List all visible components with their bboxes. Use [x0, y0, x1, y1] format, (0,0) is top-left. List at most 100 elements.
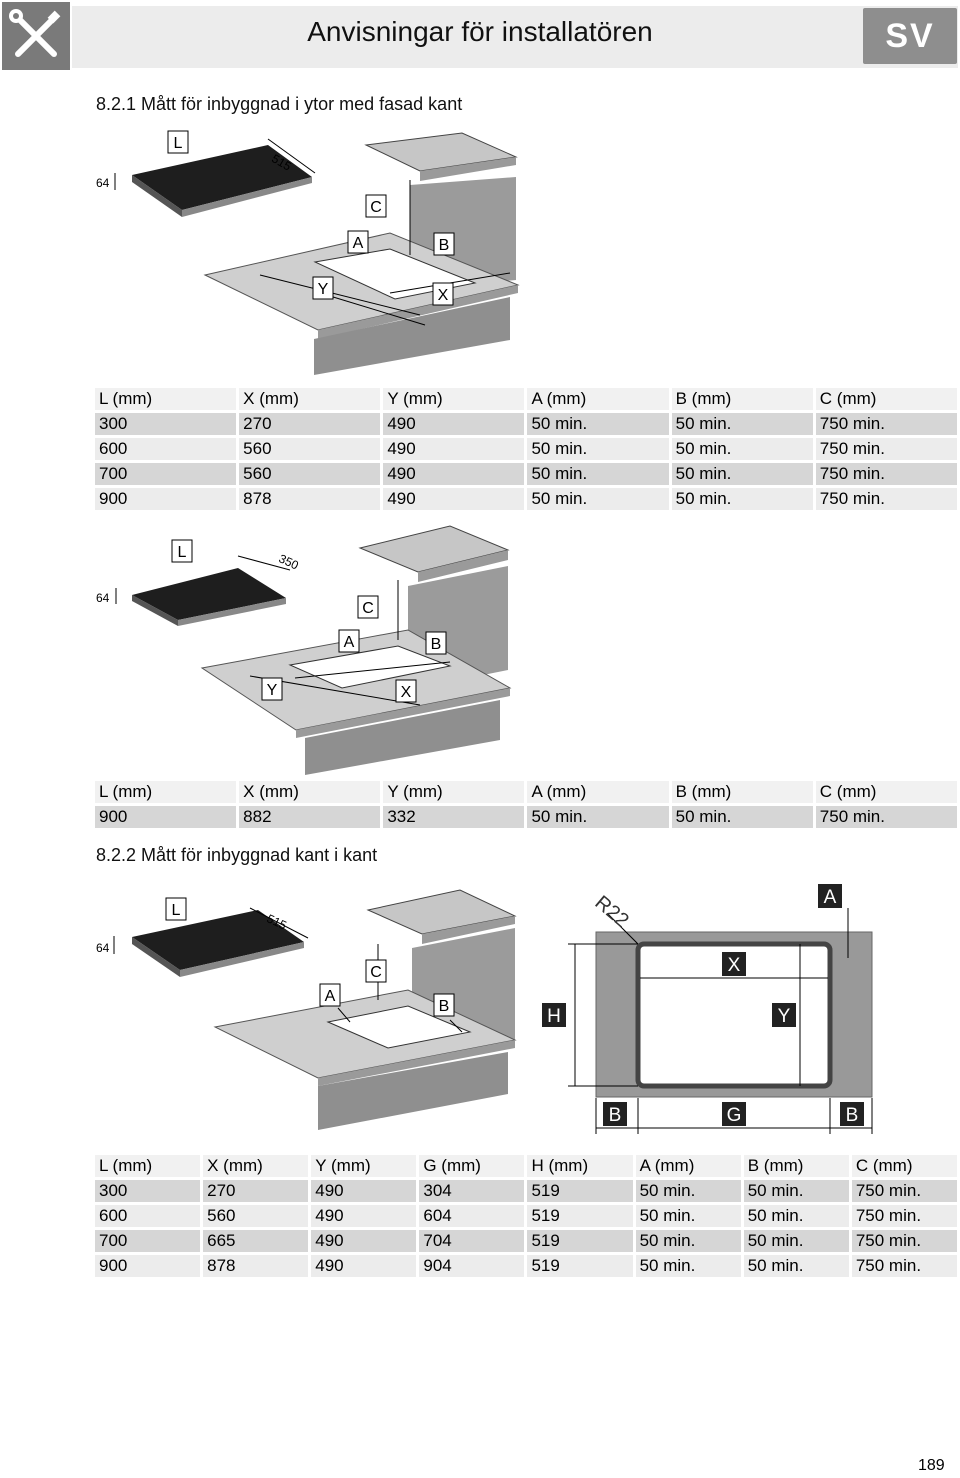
table-cell: 750 min.: [815, 463, 957, 485]
table-cell: 900: [95, 488, 237, 510]
table-cell: C (mm): [815, 388, 957, 410]
table-cell: 519: [527, 1230, 633, 1252]
dimensions-table-2: L (mm) X (mm) Y (mm) A (mm) B (mm) C (mm…: [92, 778, 960, 831]
table-cell: 750 min.: [815, 413, 957, 435]
radius-label: R22: [591, 892, 633, 932]
table-cell: 50 min.: [743, 1180, 849, 1202]
table-cell: 700: [95, 463, 237, 485]
table-cell: 50 min.: [743, 1230, 849, 1252]
diagram-label: X: [438, 287, 449, 304]
table-cell: 270: [239, 413, 381, 435]
table-cell: C (mm): [815, 781, 957, 803]
table-cell: L (mm): [95, 1155, 201, 1177]
table-cell: 50 min.: [635, 1205, 741, 1227]
table-cell: 560: [203, 1205, 309, 1227]
table-cell: 750 min.: [815, 488, 957, 510]
table-cell: 704: [419, 1230, 525, 1252]
table-cell: 878: [203, 1255, 309, 1277]
header-bar: [72, 6, 958, 68]
table-cell: 665: [203, 1230, 309, 1252]
label-l: L: [172, 902, 181, 919]
table-cell: 50 min.: [671, 488, 813, 510]
table-cell: L (mm): [95, 781, 237, 803]
table-cell: 519: [527, 1205, 633, 1227]
diagram-label: C: [370, 964, 382, 981]
diagram-label: X: [728, 955, 741, 976]
table-cell: 878: [239, 488, 381, 510]
page-number: 189: [918, 1457, 945, 1474]
table-cell: 50 min.: [743, 1205, 849, 1227]
diagram-label: A: [824, 887, 837, 908]
diagram-label: Y: [267, 682, 278, 699]
table-cell: 882: [239, 806, 381, 828]
table-cell: 50 min.: [527, 806, 669, 828]
width-label: 350: [277, 551, 301, 572]
table-cell: 270: [203, 1180, 309, 1202]
table-cell: 600: [95, 1205, 201, 1227]
cutout-plan-diagram: R22 A X H Y B G B: [542, 884, 873, 1134]
table-cell: 490: [383, 488, 525, 510]
table-cell: G (mm): [419, 1155, 525, 1177]
table-cell: 50 min.: [671, 463, 813, 485]
table-cell: 900: [95, 1255, 201, 1277]
table-cell: 490: [383, 463, 525, 485]
diagram-label: X: [401, 684, 412, 701]
table-cell: A (mm): [527, 388, 669, 410]
table-cell: 750 min.: [815, 806, 957, 828]
table-cell: L (mm): [95, 388, 237, 410]
table-cell: 50 min.: [635, 1230, 741, 1252]
diagram-label: A: [353, 235, 364, 252]
table-cell: 750 min.: [851, 1180, 957, 1202]
table-cell: 750 min.: [851, 1255, 957, 1277]
table-cell: 750 min.: [815, 438, 957, 460]
table-cell: 750 min.: [851, 1205, 957, 1227]
table-cell: 519: [527, 1255, 633, 1277]
table-cell: 332: [383, 806, 525, 828]
table-cell: X (mm): [239, 781, 381, 803]
table-cell: 904: [419, 1255, 525, 1277]
diagram-label: B: [846, 1105, 859, 1126]
table-cell: Y (mm): [311, 1155, 417, 1177]
table-cell: 700: [95, 1230, 201, 1252]
table-cell: 50 min.: [527, 488, 669, 510]
installation-diagram-2: L 350 64 C A B Y X: [96, 525, 512, 775]
table-cell: 490: [383, 438, 525, 460]
installation-diagram-3: L 515 64 C A B: [96, 889, 517, 1130]
table-cell: 50 min.: [527, 438, 669, 460]
label-l: L: [174, 135, 183, 152]
table-cell: 50 min.: [743, 1255, 849, 1277]
table-cell: 50 min.: [671, 438, 813, 460]
table-cell: 519: [527, 1180, 633, 1202]
table-cell: Y (mm): [383, 781, 525, 803]
table-cell: X (mm): [239, 388, 381, 410]
table-header-row: L (mm) X (mm) Y (mm) A (mm) B (mm) C (mm…: [95, 781, 957, 803]
diagram-label: B: [431, 636, 442, 653]
table-cell: 300: [95, 1180, 201, 1202]
label-l: L: [178, 544, 187, 561]
diagram-label: Y: [778, 1006, 791, 1027]
diagram-label: A: [325, 988, 336, 1005]
table-cell: 50 min.: [527, 463, 669, 485]
table-cell: 50 min.: [671, 806, 813, 828]
height-label: 64: [96, 176, 110, 190]
diagram-label: C: [370, 199, 382, 216]
height-label: 64: [96, 591, 110, 605]
diagram-label: A: [344, 634, 355, 651]
table-cell: 604: [419, 1205, 525, 1227]
table-cell: 50 min.: [635, 1180, 741, 1202]
table-cell: 304: [419, 1180, 525, 1202]
table-cell: 490: [311, 1205, 417, 1227]
section-title: 8.2.1 Mått för inbyggnad i ytor med fasa…: [96, 94, 463, 114]
table-cell: 600: [95, 438, 237, 460]
dimensions-table-1: L (mm) X (mm) Y (mm) A (mm) B (mm) C (mm…: [92, 385, 960, 513]
table-cell: A (mm): [527, 781, 669, 803]
installation-diagram-1: L 515 64 C A B Y X: [96, 130, 520, 375]
table-cell: 560: [239, 438, 381, 460]
table-cell: 900: [95, 806, 237, 828]
table-cell: 490: [311, 1230, 417, 1252]
